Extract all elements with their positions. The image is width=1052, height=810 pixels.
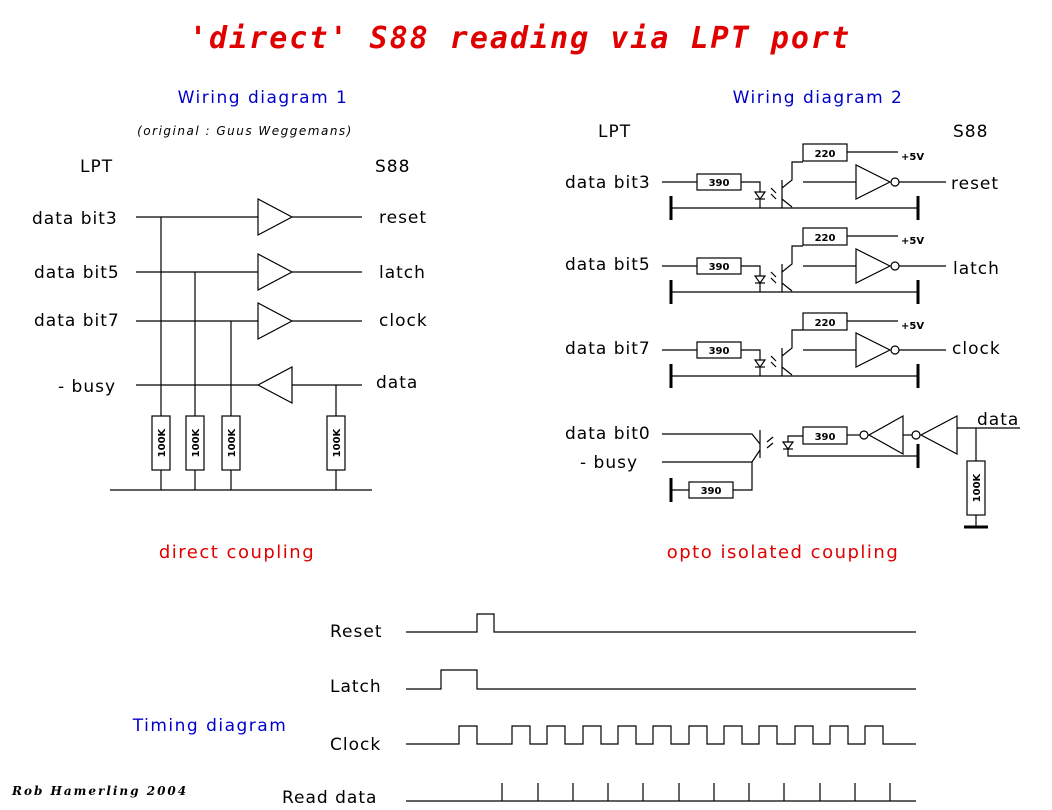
page-title: 'direct' S88 reading via LPT port <box>189 21 851 56</box>
resistor-label: 220 <box>815 233 836 244</box>
supply-label: +5V <box>901 236 924 247</box>
inverter-icon <box>867 414 904 456</box>
resistor-label: 100K <box>972 472 983 502</box>
inverter-icon <box>919 415 958 455</box>
diagram1-input-data-bit7: data bit7 <box>34 311 120 331</box>
diagram1-buffers <box>256 198 294 404</box>
diagram1-heading: Wiring diagram 1 <box>178 88 349 108</box>
buffer-icon <box>257 198 294 236</box>
diagram2-output-clock: clock <box>952 339 1001 359</box>
author-signature: Rob Hamerling 2004 <box>11 784 188 798</box>
timing-label-reset: Reset <box>330 622 383 642</box>
diagram2-output-reset: reset <box>951 174 999 194</box>
diagram1-output-clock: clock <box>379 311 428 331</box>
diagram1-input-data-bit5: data bit5 <box>34 263 120 283</box>
led-icon <box>753 275 767 285</box>
diagram1-output-reset: reset <box>379 208 427 228</box>
resistor-label: 390 <box>709 346 730 357</box>
led-icon <box>753 191 767 201</box>
diagram2-input-data-bit7: data bit7 <box>565 339 651 359</box>
diagram2-s88-label: S88 <box>953 122 988 142</box>
led-icon <box>753 359 767 369</box>
diagram2-output-latch: latch <box>953 259 1000 279</box>
resistor-label: 100K <box>191 427 202 457</box>
resistor-label: 100K <box>227 427 238 457</box>
opto-stage-reset: data bit3 390 220 +5V reset <box>565 143 999 220</box>
timing-diagram: Timing diagram Reset Latch Clock Read da… <box>132 613 916 808</box>
buffer-icon <box>257 253 294 291</box>
resistor-icon <box>185 415 205 471</box>
resistor-label: 390 <box>815 432 836 443</box>
diagram1-credit: (original : Guus Weggemans) <box>137 124 353 138</box>
diagram1-output-data: data <box>376 373 418 393</box>
resistor-label: 220 <box>815 318 836 329</box>
diagram1-resistors: 100K 100K 100K 100K <box>151 415 346 471</box>
read-data-ticks <box>501 783 891 801</box>
resistor-icon <box>221 415 241 471</box>
supply-label: +5V <box>901 321 924 332</box>
diagram2-output-data: data <box>977 410 1019 430</box>
timing-label-latch: Latch <box>330 677 382 697</box>
diagram2-input-busy: - busy <box>580 453 638 473</box>
diagram1-caption: direct coupling <box>159 542 315 563</box>
buffer-icon <box>257 302 294 340</box>
timing-heading: Timing diagram <box>132 716 288 736</box>
resistor-label: 390 <box>709 178 730 189</box>
resistor-label: 220 <box>815 149 836 160</box>
waveform-clock <box>406 725 916 745</box>
diagram1-wires <box>110 216 372 491</box>
timing-label-read-data: Read data <box>282 788 377 808</box>
diagram2-caption: opto isolated coupling <box>667 542 900 563</box>
diagram1-lpt-label: LPT <box>80 157 113 177</box>
led-icon <box>781 441 795 451</box>
diagram2-input-data-bit5: data bit5 <box>565 255 651 275</box>
diagram1-input-busy: - busy <box>58 377 116 397</box>
resistor-icon <box>326 415 346 471</box>
opto-stage-data: data bit0 - busy 390 390 <box>565 410 1020 529</box>
opto-stage-latch: data bit5 390 220 +5V latch <box>565 227 1000 304</box>
supply-label: +5V <box>901 152 924 163</box>
diagram2-input-data-bit3: data bit3 <box>565 173 651 193</box>
resistor-label: 100K <box>157 427 168 457</box>
inverter-icon <box>855 332 892 368</box>
diagram2-heading: Wiring diagram 2 <box>733 88 904 108</box>
diagram2-input-data-bit0: data bit0 <box>565 424 651 444</box>
buffer-icon <box>256 366 293 404</box>
resistor-label: 100K <box>332 427 343 457</box>
waveform-latch <box>406 669 916 690</box>
opto-stage-clock: data bit7 390 220 +5V clock <box>565 312 1001 388</box>
inverter-icon <box>855 164 892 200</box>
diagram1-input-data-bit3: data bit3 <box>32 209 118 229</box>
inverter-icon <box>855 248 892 284</box>
waveform-reset <box>406 613 916 633</box>
diagram1-output-latch: latch <box>379 263 426 283</box>
diagram2-lpt-label: LPT <box>598 122 631 142</box>
diagram1-s88-label: S88 <box>375 157 410 177</box>
resistor-icon <box>151 415 171 471</box>
wiring-diagram-2: Wiring diagram 2 LPT S88 data bit3 390 2… <box>565 88 1020 563</box>
timing-label-clock: Clock <box>330 735 381 755</box>
wiring-diagram-1: Wiring diagram 1 (original : Guus Weggem… <box>32 88 428 563</box>
resistor-label: 390 <box>709 262 730 273</box>
resistor-label: 390 <box>701 486 722 497</box>
